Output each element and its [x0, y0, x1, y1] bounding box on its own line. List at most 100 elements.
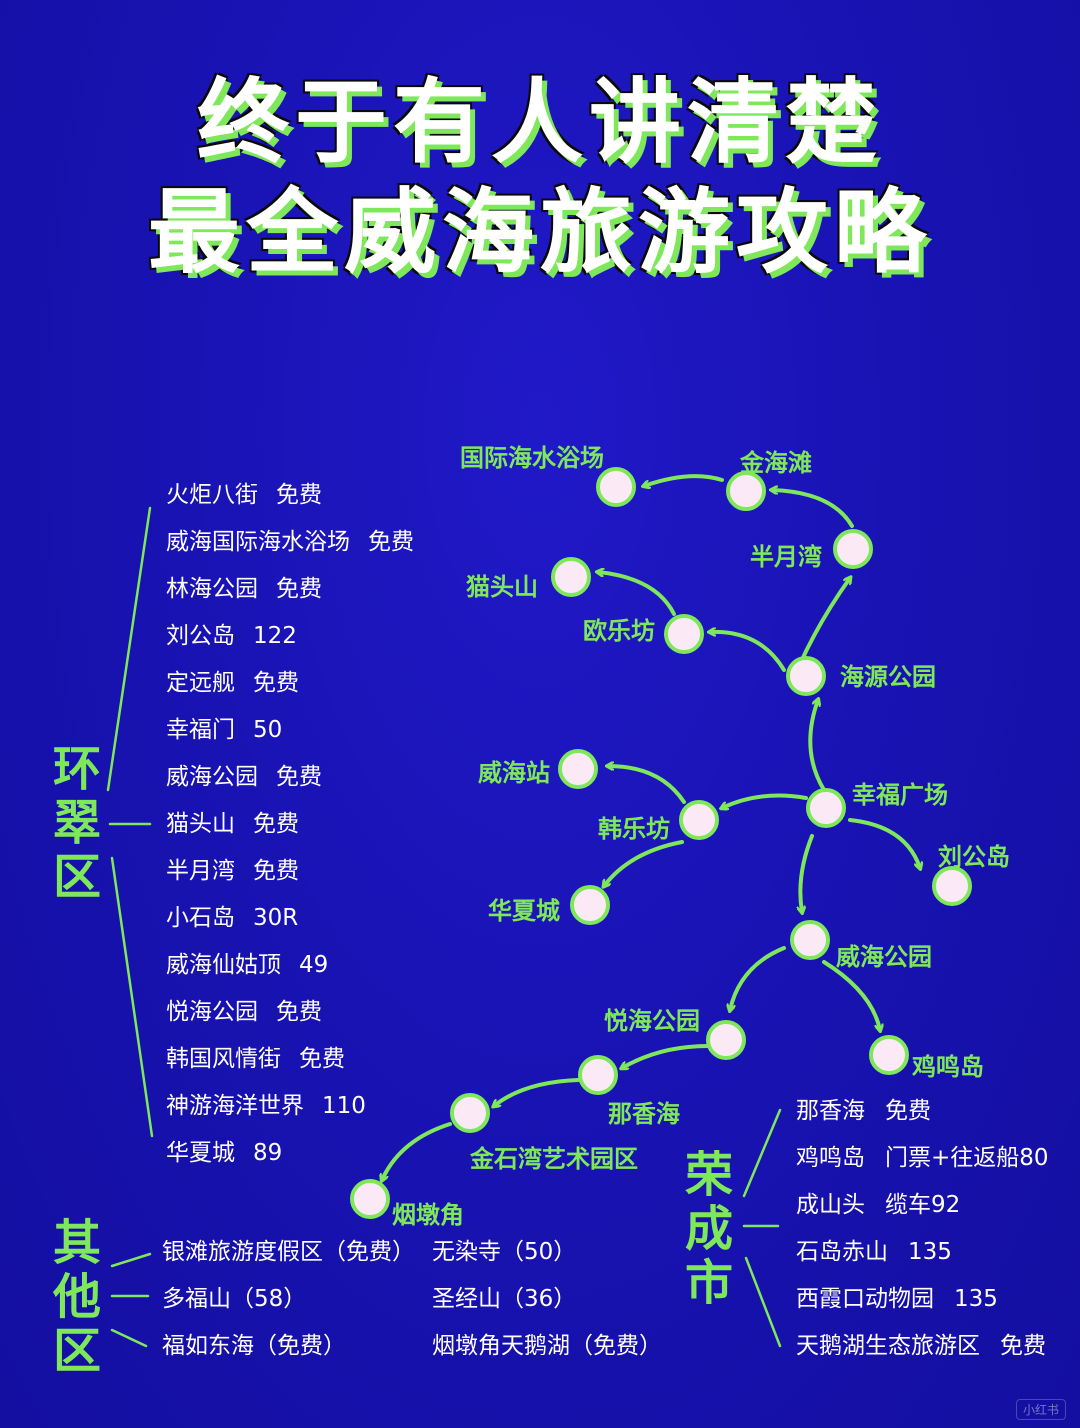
bracket-huancui-lower — [110, 856, 154, 1138]
arrow-banyuewan-jinhaitan — [772, 490, 854, 528]
attraction-item: 多福山（58） — [162, 1286, 307, 1312]
attraction-price: 免费 — [885, 1098, 931, 1124]
attraction-item: 威海公园免费 — [166, 754, 414, 801]
node-guoji — [596, 467, 636, 507]
attraction-item: 烟墩角天鹅湖（免费） — [432, 1333, 662, 1359]
attraction-item: 韩国风情街免费 — [166, 1036, 414, 1083]
node-jimingdao — [869, 1035, 909, 1075]
node-huaxiacheng — [570, 885, 610, 925]
attraction-price: 免费 — [299, 1046, 345, 1072]
node-liugongdao — [932, 866, 972, 906]
route-label-xingfu: 幸福广场 — [852, 781, 948, 809]
attraction-name: 定远舰 — [166, 670, 235, 696]
attraction-name: 威海国际海水浴场 — [166, 529, 350, 555]
attraction-name: 西霞口动物园 — [796, 1286, 934, 1312]
arrow-jinhaitan-guoji — [644, 474, 724, 486]
route-label-banyuewan: 半月湾 — [750, 543, 822, 571]
bracket-rongcheng-lower — [744, 1256, 782, 1348]
attraction-name: 林海公园 — [166, 576, 258, 602]
attraction-price: 免费 — [276, 576, 322, 602]
node-banyuewan — [833, 529, 873, 569]
arrow-oulefang-maotoushan — [598, 572, 676, 616]
arrow-yuehai-naxianghai — [622, 1044, 710, 1068]
node-oulefang — [664, 614, 704, 654]
region-label-huancui: 环翠区 — [50, 742, 104, 904]
attraction-price: 110 — [322, 1093, 366, 1119]
attraction-price: 门票+往返船80 — [885, 1145, 1049, 1171]
attraction-item: 威海国际海水浴场免费 — [166, 519, 414, 566]
arrow-xingfu-liugongdao — [848, 818, 920, 868]
region-rongcheng-name: 荣成市 — [684, 1147, 733, 1311]
route-label-oulefang: 欧乐坊 — [583, 617, 655, 645]
attraction-price: 缆车92 — [885, 1192, 961, 1218]
attraction-name: 威海公园 — [166, 764, 258, 790]
arrow-xingfu-haiyuan — [808, 700, 826, 792]
route-label-guoji: 国际海水浴场 — [460, 444, 604, 472]
node-yandunjiao — [350, 1179, 390, 1219]
page-title-line2: 最全威海旅游攻略 — [147, 179, 932, 286]
bracket-rongcheng-upper — [742, 1108, 782, 1198]
attraction-item: 刘公岛 122 — [166, 613, 414, 660]
attraction-price: 免费 — [1000, 1333, 1046, 1359]
attraction-price: 免费 — [253, 811, 299, 837]
arrow-hanlefang-weihaizhan — [608, 766, 686, 804]
arrow-haiyuan-oulefang — [710, 632, 786, 672]
route-label-naxianghai: 那香海 — [608, 1100, 680, 1128]
qita-attraction-list-col1: 银滩旅游度假区（免费）多福山（58）福如东海（免费） — [162, 1229, 415, 1370]
route-label-hanlefang: 韩乐坊 — [598, 815, 670, 843]
arrow-xingfu-weihaigongyuan — [800, 834, 814, 912]
attraction-price: 免费 — [276, 482, 322, 508]
route-label-liugongdao: 刘公岛 — [938, 843, 1010, 871]
node-haiyuan — [786, 656, 826, 696]
route-label-jinhaitan: 金海滩 — [740, 449, 812, 477]
attraction-item: 半月湾免费 — [166, 848, 414, 895]
attraction-name: 半月湾 — [166, 858, 235, 884]
attraction-item: 那香海免费 — [796, 1088, 1049, 1135]
attraction-price: 免费 — [368, 529, 414, 555]
node-weihaizhan — [558, 749, 598, 789]
attraction-price: 122 — [253, 623, 297, 649]
attraction-item: 猫头山免费 — [166, 801, 414, 848]
node-jinhaitan — [726, 471, 766, 511]
attraction-price: 89 — [253, 1140, 283, 1166]
attraction-price: 49 — [299, 952, 329, 978]
attraction-name: 那香海 — [796, 1098, 865, 1124]
node-jinshiwan — [450, 1093, 490, 1133]
attraction-price: 免费 — [276, 764, 322, 790]
attraction-item: 成山头缆车92 — [796, 1182, 1049, 1229]
attraction-name: 刘公岛 — [166, 623, 235, 649]
attraction-name: 神游海洋世界 — [166, 1093, 304, 1119]
route-label-haiyuan: 海源公园 — [840, 663, 936, 691]
attraction-item: 福如东海（免费） — [162, 1333, 346, 1359]
page-title-line1: 终于有人讲清楚 — [196, 69, 883, 176]
attraction-item: 悦海公园免费 — [166, 989, 414, 1036]
node-xingfu — [806, 788, 846, 828]
route-label-jinshiwan: 金石湾艺术园区 — [470, 1145, 638, 1173]
attraction-price: 免费 — [276, 999, 322, 1025]
attraction-price: 免费 — [253, 670, 299, 696]
qita-attraction-list-col2: 无染寺（50）圣经山（36）烟墩角天鹅湖（免费） — [432, 1229, 662, 1370]
attraction-name: 猫头山 — [166, 811, 235, 837]
region-huancui-name: 环翠区 — [52, 741, 101, 905]
attraction-item: 无染寺（50） — [432, 1239, 577, 1265]
attraction-name: 天鹅湖生态旅游区 — [796, 1333, 980, 1359]
attraction-name: 威海仙姑顶 — [166, 952, 281, 978]
attraction-item: 火炬八街免费 — [166, 472, 414, 519]
route-label-yandunjiao: 烟墩角 — [392, 1201, 464, 1229]
route-label-weihaizhan: 威海站 — [478, 759, 550, 787]
attraction-item: 林海公园免费 — [166, 566, 414, 613]
attraction-name: 华夏城 — [166, 1140, 235, 1166]
attraction-name: 成山头 — [796, 1192, 865, 1218]
route-label-weihaigongyuan: 威海公园 — [836, 943, 932, 971]
attraction-price: 30R — [253, 905, 299, 931]
route-label-huaxiacheng: 华夏城 — [488, 897, 560, 925]
attraction-item: 定远舰免费 — [166, 660, 414, 707]
attraction-item: 鸡鸣岛门票+往返船80 — [796, 1135, 1049, 1182]
arrow-hanlefang-huaxiacheng — [604, 840, 684, 886]
